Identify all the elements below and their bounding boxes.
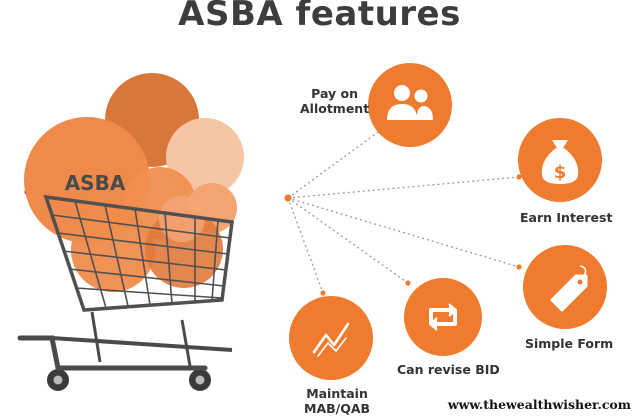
dot-maintain [320,290,326,296]
circle-pay-on-allotment [368,63,452,147]
label-simple-form: Simple Form [525,336,614,351]
chart-line-icon [312,322,350,357]
refresh-arrows-icon [429,303,457,331]
users-icon [387,85,433,120]
connector-can-revise-bid [287,197,409,284]
dot-earn [516,174,522,180]
label-can-revise-bid: Can revise BID [397,362,500,377]
label-maintain-line2: MAB/QAB [304,401,371,416]
connector-earn-interest [287,176,520,199]
label-maintain-mab-qab: Maintain MAB/QAB [304,386,370,416]
hub-dot [284,194,292,202]
dot-revise [405,280,411,286]
connector-lines [287,129,520,294]
label-earn-interest: Earn Interest [520,210,613,225]
watermark-url: www.thewealthwisher.com [447,397,631,412]
money-bag-icon: $ [541,140,579,184]
circle-maintain [289,296,373,380]
label-maintain-line1: Maintain [306,386,368,401]
connector-simple-form [287,197,520,268]
svg-text:$: $ [554,162,567,183]
dot-simple [516,264,522,270]
connector-maintain [287,197,324,294]
label-pay-line1: Pay on [311,86,359,101]
label-pay-line2: Allotment [300,101,370,116]
connector-pay-on-allotment [287,129,382,199]
connector-dots [284,127,522,296]
circle-can-revise-bid [404,278,482,356]
price-tag-icon [550,265,588,312]
cart-basket [43,194,234,312]
page-title: ASBA features [178,0,461,34]
label-pay-on-allotment: Pay on Allotment [300,86,369,116]
